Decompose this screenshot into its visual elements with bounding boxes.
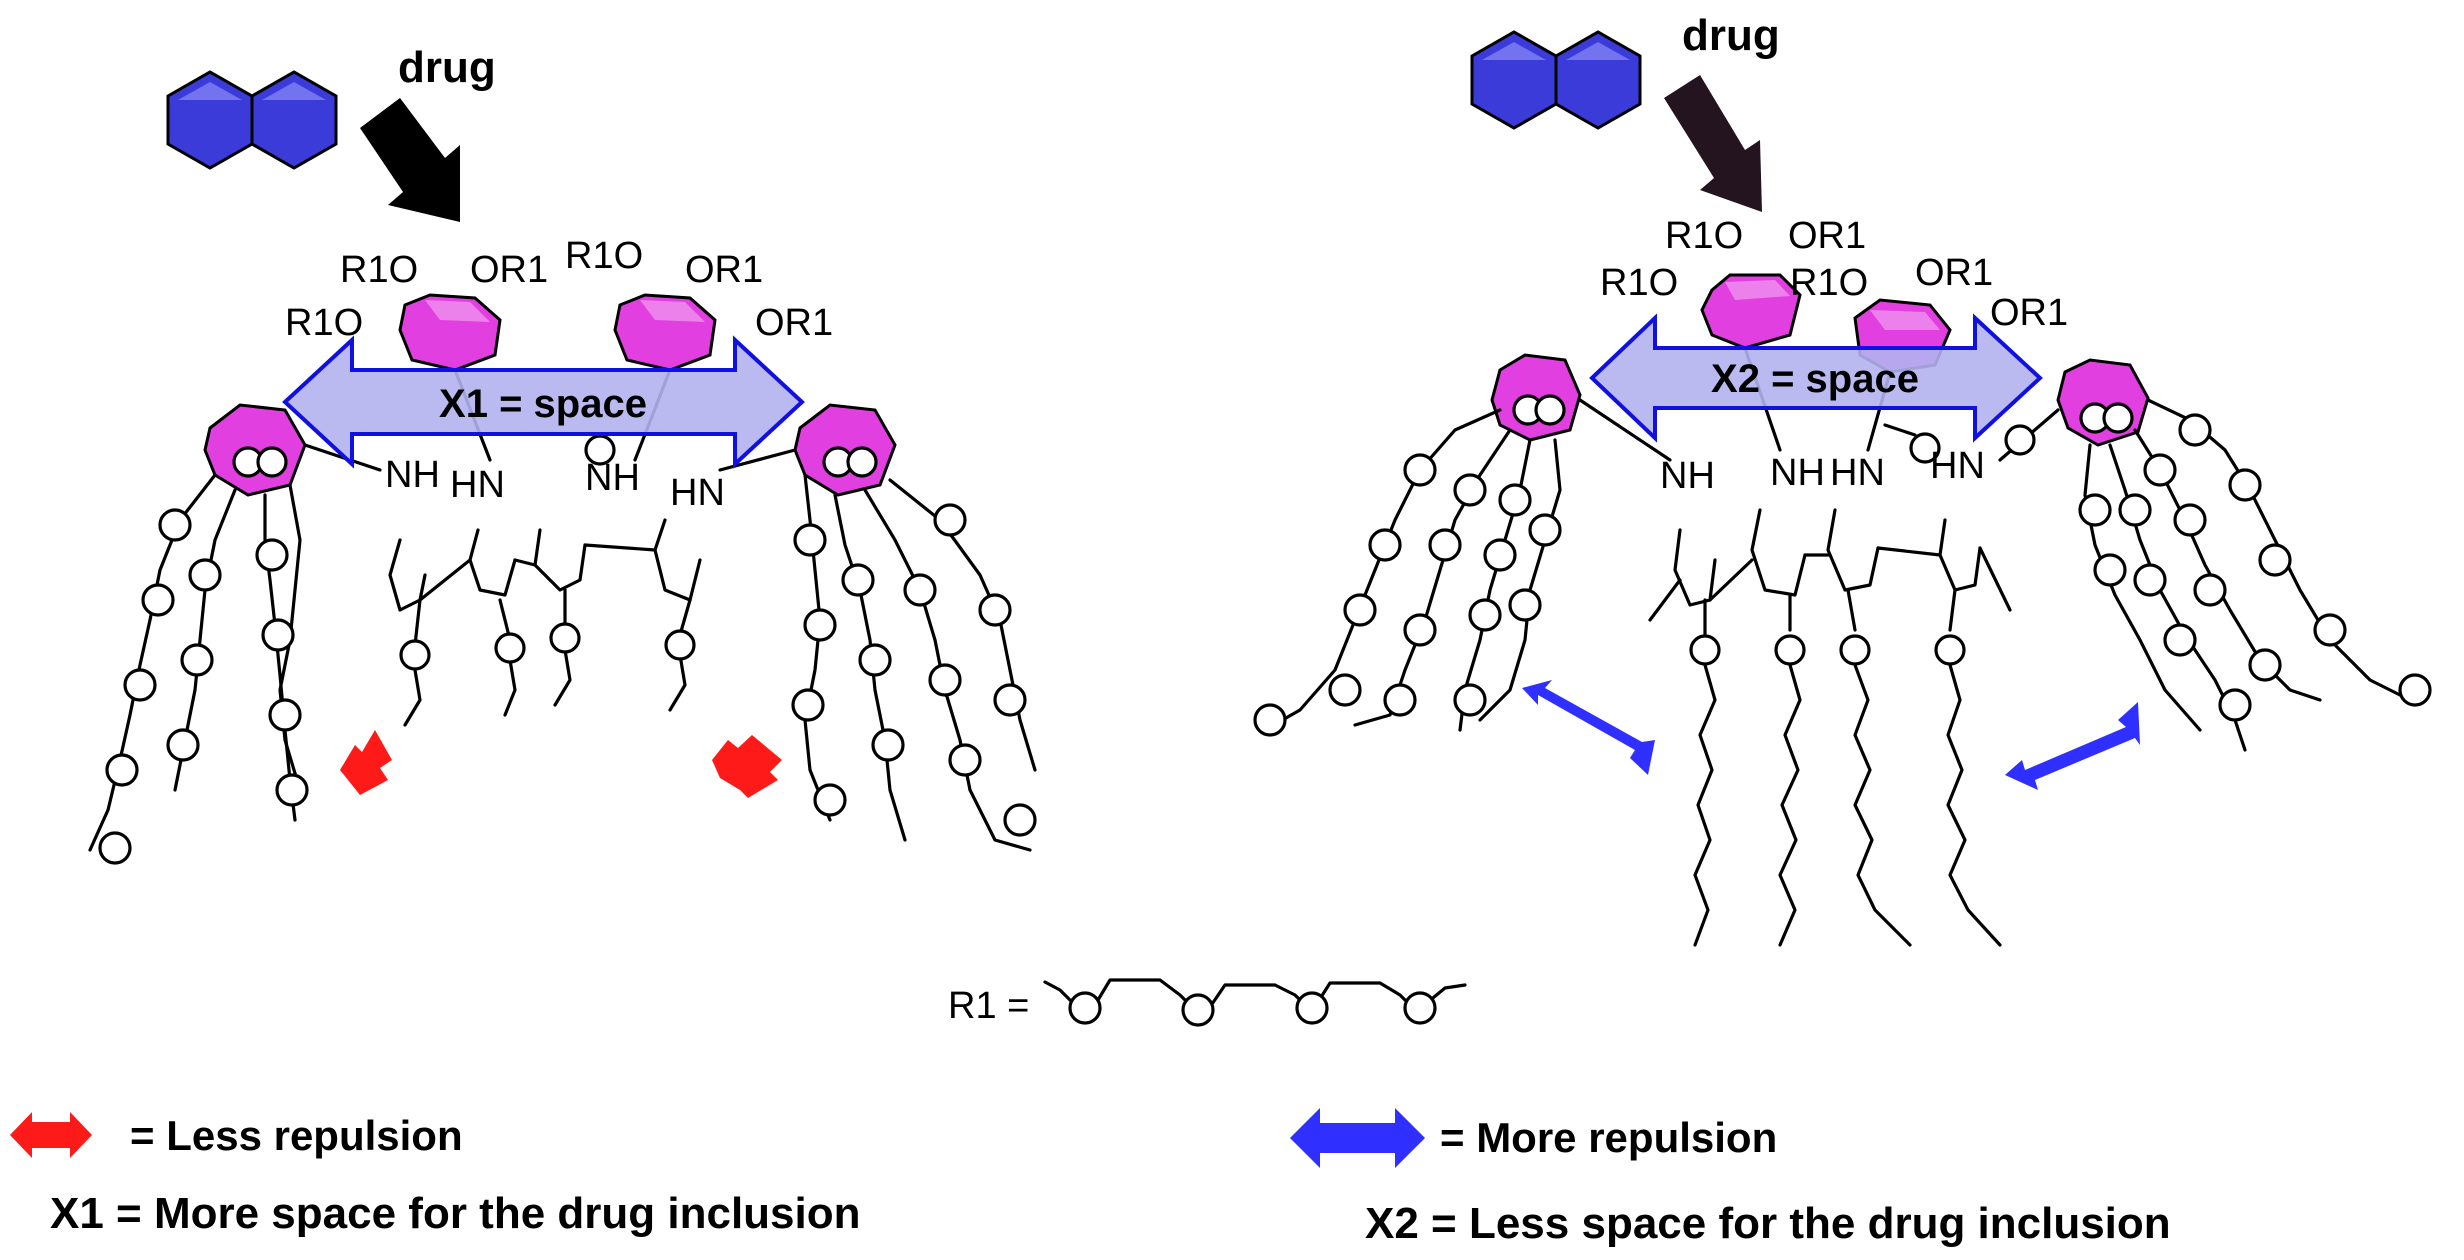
left-space-label: X1 = space — [439, 382, 647, 426]
r1-oxygen-atom — [1181, 993, 1215, 1027]
right-or1-label: OR1 — [1915, 252, 1993, 294]
left-amine-label: NH — [385, 454, 440, 496]
right-drug-arrow-icon — [1664, 75, 1762, 212]
right-oxygen-atom — [1689, 634, 1721, 666]
left-r1o-label: R1O — [285, 302, 363, 344]
left-amine-label: HN — [670, 472, 725, 514]
left-structure: drug R1O OR1 R1O OR1 R1O OR — [88, 43, 1037, 865]
more-repulsion-legend-text: = More repulsion — [1440, 1114, 1777, 1161]
left-r1o-label: R1O — [565, 235, 643, 277]
right-more-repulsion-marker-icon — [1522, 680, 1655, 775]
left-oxygen-atom — [494, 632, 526, 664]
left-glucose-ring-4-icon — [793, 403, 897, 497]
left-calixarene-backbone — [303, 368, 797, 727]
left-or1-label: OR1 — [470, 249, 548, 291]
right-space-arrow-icon — [1589, 313, 2043, 443]
right-or1-label: OR1 — [1990, 292, 2068, 334]
left-oxygen-atom — [664, 629, 696, 661]
left-r1o-label: R1O — [340, 249, 418, 291]
right-drug-label: drug — [1682, 11, 1780, 60]
left-amine-label: NH — [585, 457, 640, 499]
right-oxygen-atom — [2004, 424, 2036, 456]
right-glucose-ring-1-icon — [1700, 273, 1802, 350]
right-glucose-ring-3-icon — [1490, 353, 1582, 442]
left-drug-label: drug — [398, 43, 496, 92]
left-peg-oxygens — [98, 503, 1037, 865]
legend: = Less repulsion X1 = More space for the… — [10, 1108, 2171, 1248]
left-oxygen-atom — [549, 622, 581, 654]
left-less-repulsion-marker-icon — [712, 735, 782, 798]
left-peg-chains — [88, 473, 1037, 852]
x2-note: X2 = Less space for the drug inclusion — [1365, 1199, 2171, 1248]
left-glucose-ring-1-icon — [398, 293, 502, 372]
left-or1-label: OR1 — [755, 302, 833, 344]
right-amine-label: NH — [1770, 452, 1825, 494]
right-calixarene-backbone — [1578, 346, 2060, 947]
right-amine-label: HN — [1930, 445, 1985, 487]
left-drug-molecule-icon — [166, 70, 338, 170]
right-drug-molecule-icon — [1470, 30, 1642, 130]
less-repulsion-legend-icon — [10, 1112, 92, 1158]
r1-oxygen-atom — [1295, 991, 1329, 1025]
left-or1-label: OR1 — [685, 249, 763, 291]
left-space-arrow-icon — [282, 335, 805, 469]
x1-note: X1 = More space for the drug inclusion — [50, 1189, 861, 1238]
left-glucose-ring-3-icon — [203, 403, 307, 497]
right-amine-label: HN — [1830, 452, 1885, 494]
right-oxygen-atom — [1839, 634, 1871, 666]
right-r1o-label: R1O — [1790, 262, 1868, 304]
right-more-repulsion-marker-icon — [2005, 702, 2140, 790]
right-peg-oxygens — [1253, 413, 2432, 737]
left-drug-arrow-icon — [360, 98, 460, 222]
r1-definition: R1 = — [948, 978, 1467, 1027]
right-oxygen-atom — [1909, 432, 1941, 464]
right-space-label: X2 = space — [1711, 357, 1919, 401]
left-glucose-ring-2-icon — [613, 293, 717, 372]
r1-oxygen-atom — [1068, 991, 1102, 1025]
right-oxygen-atom — [1774, 634, 1806, 666]
right-or1-label: OR1 — [1788, 215, 1866, 257]
less-repulsion-legend-text: = Less repulsion — [130, 1112, 463, 1159]
right-oxygen-atom — [1934, 634, 1966, 666]
left-less-repulsion-marker-icon — [340, 730, 392, 795]
r1-definition-label: R1 = — [948, 985, 1029, 1027]
left-amine-label: HN — [450, 464, 505, 506]
right-glucose-ring-4-icon — [2056, 358, 2150, 447]
left-oxygen-atom — [399, 639, 431, 671]
right-r1o-label: R1O — [1600, 262, 1678, 304]
r1-chain — [1043, 978, 1467, 1012]
right-amine-label: NH — [1660, 455, 1715, 497]
right-structure: drug R1O OR1 R1O R1O OR1 OR1 — [1253, 11, 2432, 947]
r1-oxygen-atom — [1403, 991, 1437, 1025]
right-r1o-label: R1O — [1665, 215, 1743, 257]
more-repulsion-legend-icon — [1290, 1108, 1425, 1168]
